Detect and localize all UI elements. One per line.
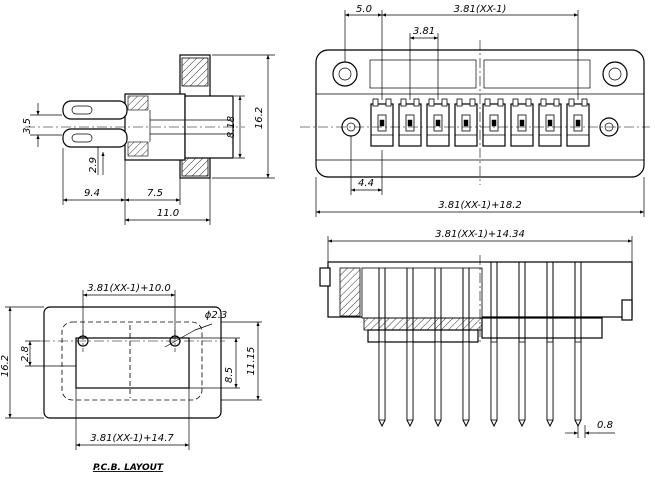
bottom-pin (378, 268, 386, 428)
dim-pcb-hole-span: 3.81(XX-1)+10.0 (87, 283, 170, 294)
bottom-pin (518, 262, 526, 428)
bottom-pin (406, 268, 414, 428)
front-terminal (510, 98, 534, 147)
bottom-pin (546, 262, 554, 428)
dim-pcb-hole-offset: 2.8 (20, 346, 31, 362)
dim-bottom-total-width: 3.81(XX-1)+14.34 (435, 229, 525, 240)
bottom-view: 3.81(XX-1)+14.34 0.8 (319, 229, 633, 438)
dim-pcb-height-total: 16.2 (0, 355, 11, 377)
dim-side-height-inner: 8.18 (226, 116, 237, 138)
front-terminal (370, 98, 394, 147)
dim-side-pin-length: 9.4 (84, 188, 100, 199)
front-terminal (566, 98, 590, 147)
front-view: 5.0 3.81(XX-1) 3.81 4.4 3.81(XX-1)+18.2 (300, 4, 650, 217)
dim-side-pin-gap: 3.5 (22, 118, 33, 134)
front-terminal (482, 98, 506, 147)
bottom-pin (434, 268, 442, 428)
dim-pcb-cutout-height: 8.5 (224, 367, 235, 383)
dim-pin-width: 0.8 (597, 420, 613, 431)
dim-front-pitch: 3.81 (413, 26, 435, 37)
dim-side-height-total: 16.2 (254, 107, 265, 129)
front-terminal (398, 98, 422, 147)
bottom-pins (378, 262, 582, 428)
dim-front-pitch-span: 3.81(XX-1) (454, 4, 507, 15)
bottom-pin (462, 268, 470, 428)
dim-front-edge-offset: 5.0 (356, 4, 372, 15)
dim-side-body-depth: 7.5 (147, 188, 163, 199)
front-terminals (370, 98, 590, 147)
dim-pcb-total-width: 3.81(XX-1)+14.7 (90, 433, 174, 444)
dim-pcb-hole-dia: ϕ2.3 (205, 310, 228, 321)
pcb-layout-view: 3.81(XX-1)+10.0 ϕ2.3 16.2 2.8 8.5 11.15 … (0, 283, 262, 473)
bottom-pin (490, 262, 498, 428)
front-terminal (454, 98, 478, 147)
bottom-pin (574, 262, 582, 428)
side-view: 16.2 8.18 3.5 2.9 9.4 7.5 11.0 (22, 54, 275, 225)
dim-front-hole-offset: 4.4 (358, 178, 374, 189)
front-terminal (426, 98, 450, 147)
pcb-layout-label: P.C.B. LAYOUT (93, 463, 164, 473)
front-terminal (538, 98, 562, 147)
dim-pcb-height-mid: 11.15 (246, 347, 257, 376)
dim-front-total-width: 3.81(XX-1)+18.2 (438, 200, 521, 211)
dim-side-total-depth: 11.0 (157, 208, 179, 219)
dim-side-pin-offset: 2.9 (88, 157, 99, 173)
